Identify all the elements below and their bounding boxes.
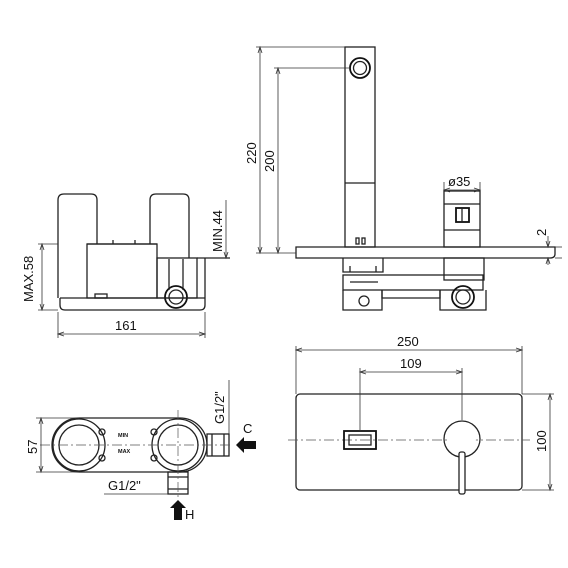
label-max-58: MAX.58 <box>21 256 36 302</box>
label-max: MAX <box>118 449 131 455</box>
label-161: 161 <box>115 318 137 333</box>
label-thread-top: G1/2" <box>212 391 227 424</box>
plate-front-view <box>288 393 530 495</box>
dimension-57: 57 <box>25 416 79 474</box>
label-min-44: MIN.44 <box>210 210 225 252</box>
label-cold: C <box>243 421 252 436</box>
dimension-161: 161 <box>56 312 207 338</box>
dimension-200: 200 <box>262 66 350 255</box>
body-top-view: MIN MAX <box>40 410 230 500</box>
dimension-109: 109 <box>358 356 464 431</box>
label-220: 220 <box>244 142 259 164</box>
label-hot: H <box>185 507 194 522</box>
side-view <box>295 46 556 311</box>
thread-label-top: G1/2" <box>212 380 230 434</box>
label-min: MIN <box>118 433 128 439</box>
label-2: 2 <box>534 229 549 236</box>
label-250: 250 <box>397 334 419 349</box>
dimension-2: 2 <box>534 229 562 265</box>
dimension-max-58: MAX.58 <box>21 242 58 312</box>
label-thread-bottom: G1/2" <box>108 478 141 493</box>
dimension-min-44: MIN.44 <box>210 200 229 260</box>
label-100: 100 <box>534 430 549 452</box>
thread-label-bottom: G1/2" <box>104 478 168 495</box>
label-57: 57 <box>25 440 40 454</box>
label-109: 109 <box>400 356 422 371</box>
dimension-100: 100 <box>522 392 554 492</box>
label-200: 200 <box>262 150 277 172</box>
body-front-view <box>57 193 230 311</box>
hot-inlet-arrow: H <box>170 500 194 522</box>
dimension-250: 250 <box>294 334 524 394</box>
dimension-220: 220 <box>244 45 345 255</box>
label-diameter-35: ø35 <box>448 174 470 189</box>
dimension-diameter-35: ø35 <box>442 174 482 193</box>
cold-inlet-arrow: C <box>236 421 256 453</box>
